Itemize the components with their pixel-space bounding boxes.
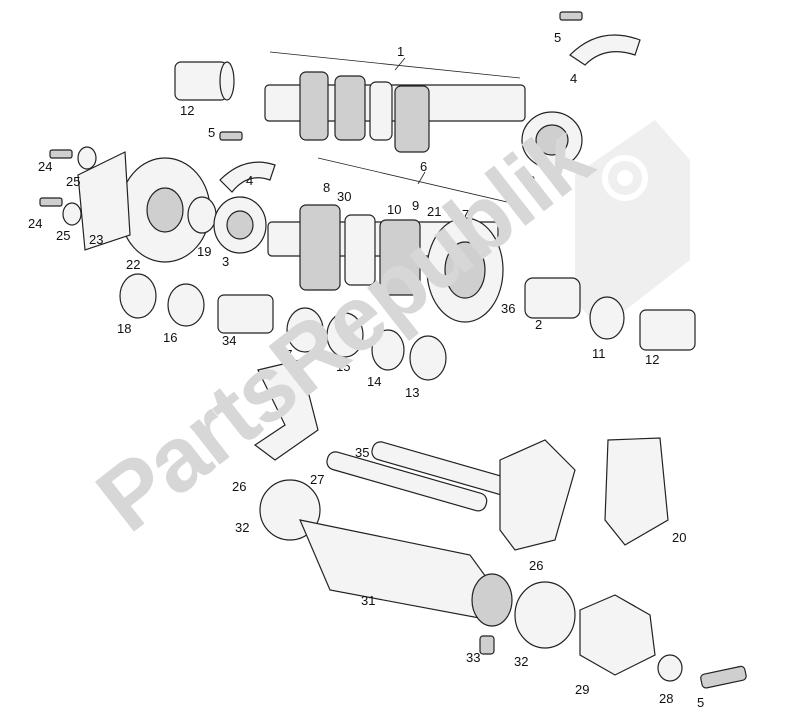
- callouts: 1 4 5 12 3 6 5 4 24 25 24 25 23 22 19 3 …: [28, 30, 704, 710]
- selector-drum-31: [298, 519, 513, 627]
- callout-label: 17: [278, 347, 292, 362]
- input-shaft-6: [267, 204, 504, 323]
- callout-label: 23: [89, 232, 103, 247]
- callout-label: 18: [117, 321, 131, 336]
- callout-label: 22: [126, 257, 140, 272]
- pin-33: [479, 635, 495, 655]
- screw-5-top: [559, 11, 583, 21]
- callout-label: 32: [235, 520, 249, 535]
- washers-25: [62, 146, 97, 226]
- callout-label: 27: [310, 472, 324, 487]
- callout-label: 5: [554, 30, 561, 45]
- bush-34: [217, 294, 274, 334]
- callout-label: 5: [697, 695, 704, 710]
- callout-label: 3: [528, 173, 535, 188]
- washer-13: [409, 335, 447, 381]
- callout-label: 28: [659, 691, 673, 706]
- callout-label: 15: [336, 359, 350, 374]
- clamp-4-mid: [219, 161, 276, 193]
- callout-label: 5: [208, 125, 215, 140]
- callout-label: 25: [66, 174, 80, 189]
- callout-label: 24: [28, 216, 42, 231]
- callout-label: 29: [575, 682, 589, 697]
- callout-label: 9: [412, 198, 419, 213]
- screw-5-bottom: [700, 665, 747, 689]
- fork-20: [604, 437, 669, 546]
- callout-label: 26: [232, 479, 246, 494]
- callout-label: 4: [570, 71, 577, 86]
- needle-bearing-12-right: [639, 309, 696, 351]
- callout-label: 10: [387, 202, 401, 217]
- callout-label: 6: [420, 159, 427, 174]
- leader-lines: [269, 51, 521, 206]
- gear-icon: [575, 120, 690, 330]
- callout-label: 8: [323, 180, 330, 195]
- callout-label: 31: [361, 593, 375, 608]
- bearing-19: [187, 196, 217, 234]
- fork-26-left: [253, 359, 319, 461]
- callout-label: 33: [466, 650, 480, 665]
- callout-label: 24: [38, 159, 52, 174]
- washer-11: [589, 296, 625, 340]
- circlip-14: [371, 329, 405, 371]
- screws-24: [39, 149, 73, 207]
- washer-17: [286, 307, 324, 353]
- washer-16: [167, 283, 205, 327]
- washer-28: [657, 654, 683, 682]
- callout-label: 35: [355, 445, 369, 460]
- callout-label: 21: [427, 204, 441, 219]
- callout-label: 34: [222, 333, 236, 348]
- ball-bearing-3-top: [521, 111, 583, 169]
- callout-label: 32: [514, 654, 528, 669]
- needle-bearing-12-top: [174, 61, 235, 101]
- callout-label: 30: [337, 189, 351, 204]
- callout-label: 2: [535, 317, 542, 332]
- output-shaft-1: [264, 71, 526, 153]
- callout-label: 14: [367, 374, 381, 389]
- callout-label: 20: [672, 530, 686, 545]
- callout-label: 25: [56, 228, 70, 243]
- washer-15: [326, 312, 364, 358]
- callout-label: 36: [501, 301, 515, 316]
- screw-5-mid: [219, 131, 243, 141]
- callout-label: 1: [397, 44, 404, 59]
- star-plate-29: [579, 594, 656, 676]
- o-ring-32-right: [514, 581, 576, 649]
- sprocket-22: [119, 157, 211, 263]
- plate-23: [77, 151, 131, 251]
- callout-label: 4: [246, 173, 253, 188]
- callout-label: 12: [180, 103, 194, 118]
- washer-18: [119, 273, 157, 319]
- callout-label: 12: [645, 352, 659, 367]
- callout-label: 3: [222, 254, 229, 269]
- fork-26-mid: [499, 439, 576, 551]
- ball-bearing-3-mid: [213, 196, 267, 254]
- callout-label: 7: [462, 207, 469, 222]
- callout-label: 11: [592, 346, 606, 361]
- callout-label: 13: [405, 385, 419, 400]
- callout-label: 26: [529, 558, 543, 573]
- callout-label: 16: [163, 330, 177, 345]
- clamp-4-top: [569, 34, 641, 66]
- callout-label: 19: [197, 244, 211, 259]
- bearing-2: [524, 277, 581, 319]
